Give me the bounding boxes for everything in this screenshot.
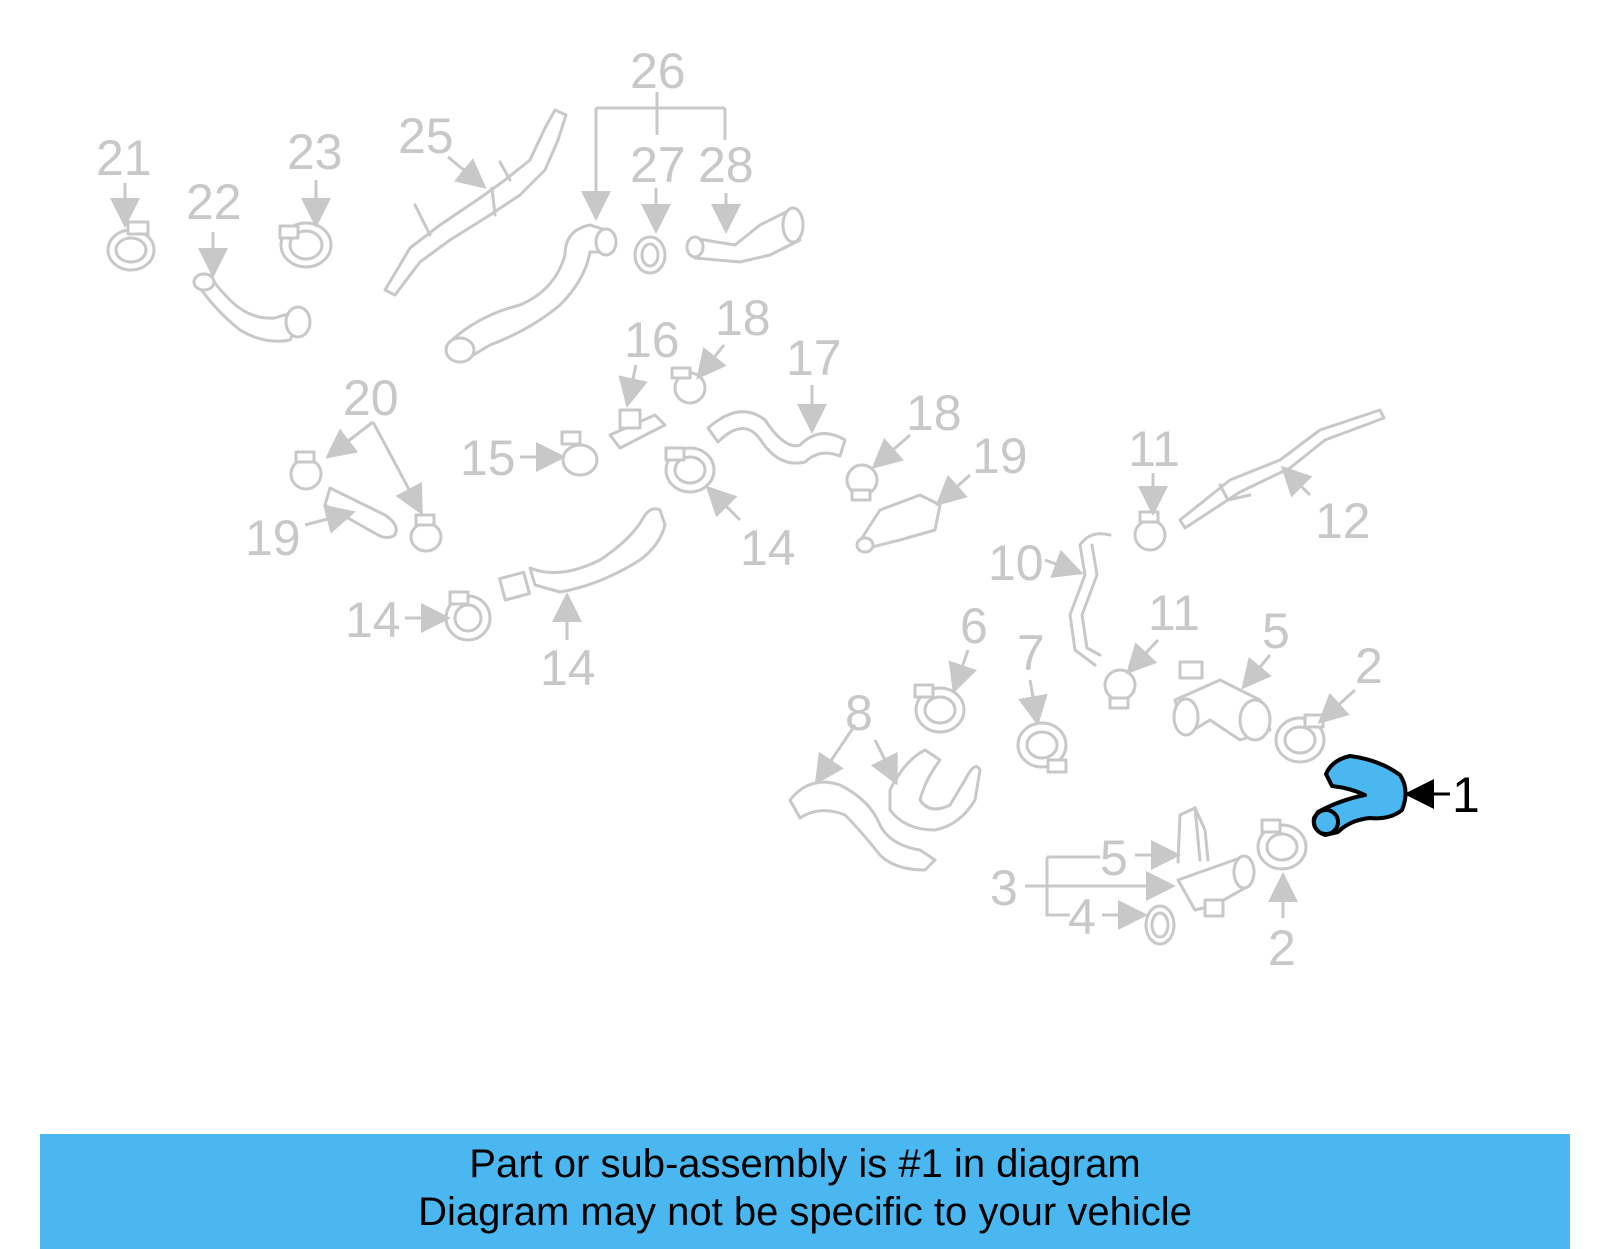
part-19-pump[interactable] xyxy=(855,493,942,554)
part-13-hose[interactable] xyxy=(498,507,667,602)
callout-6: 5 xyxy=(1262,603,1290,659)
part-21-clamp[interactable] xyxy=(409,513,443,553)
part-17-hose[interactable] xyxy=(706,410,847,465)
part-23-clamp[interactable] xyxy=(106,220,156,272)
callout-7: 8 xyxy=(845,685,873,741)
callout-9: 7 xyxy=(1017,625,1045,681)
callout-1: 1 xyxy=(1452,767,1480,823)
part-27-clamp[interactable] xyxy=(633,235,667,275)
part-6-housing[interactable] xyxy=(1172,660,1272,742)
callout-22: 22 xyxy=(186,174,242,230)
callout-18: 18 xyxy=(715,290,771,346)
part-22-hose[interactable] xyxy=(192,272,312,343)
info-banner: Part or sub-assembly is #1 in diagram Di… xyxy=(40,1134,1570,1249)
part-5-bracket[interactable] xyxy=(1176,805,1210,864)
part-14-clamp[interactable] xyxy=(444,590,492,642)
callout-21: 20 xyxy=(343,370,399,426)
part-20-hose[interactable] xyxy=(323,486,398,539)
part-25-pipe[interactable] xyxy=(383,108,568,297)
callout-27: 27 xyxy=(630,137,686,193)
callout-3: 3 xyxy=(990,860,1018,916)
banner-line-2: Diagram may not be specific to your vehi… xyxy=(418,1190,1192,1234)
callout-25: 25 xyxy=(398,108,454,164)
part-2-clamp[interactable] xyxy=(1274,713,1326,764)
banner-line-1: Part or sub-assembly is #1 in diagram xyxy=(469,1142,1141,1186)
part-4-oring[interactable] xyxy=(1144,904,1176,946)
part-9-clamp[interactable] xyxy=(1016,721,1068,774)
callout-26: 26 xyxy=(630,43,686,99)
callout-16: 16 xyxy=(624,312,680,368)
callout-10: 10 xyxy=(988,535,1044,591)
part-11-clamp[interactable] xyxy=(1133,510,1167,552)
callout-20: 19 xyxy=(245,510,301,566)
part-7-hose[interactable] xyxy=(788,748,982,872)
callout-12: 12 xyxy=(1315,493,1371,549)
part-10-pipe[interactable] xyxy=(1068,532,1112,667)
callout-4: 4 xyxy=(1068,889,1096,945)
part-18-clamp[interactable] xyxy=(845,463,879,502)
part-3-outlet[interactable] xyxy=(1176,854,1256,918)
part-18-clamp[interactable] xyxy=(670,366,707,405)
part-1-hose-highlighted[interactable] xyxy=(1311,754,1408,837)
part-21-clamp[interactable] xyxy=(289,450,323,491)
part-26-hose[interactable] xyxy=(444,223,618,364)
part-11-clamp[interactable] xyxy=(1103,668,1137,710)
callout-2b: 2 xyxy=(1268,920,1296,976)
callout-8: 6 xyxy=(960,598,988,654)
part-15-clamp[interactable] xyxy=(560,430,599,477)
part-16-connector[interactable] xyxy=(608,408,667,450)
callout-18b: 18 xyxy=(906,385,962,441)
part-2-clamp[interactable] xyxy=(1256,818,1308,871)
callout-5: 5 xyxy=(1100,830,1128,886)
part-28-hose[interactable] xyxy=(685,206,805,264)
callout-24: 23 xyxy=(287,124,343,180)
callout-14b: 14 xyxy=(345,592,401,648)
callout-23: 21 xyxy=(96,130,152,186)
callout-19: 19 xyxy=(972,428,1028,484)
callout-11: 11 xyxy=(1128,421,1180,477)
callout-14: 14 xyxy=(740,520,796,576)
callout-17: 17 xyxy=(786,330,842,386)
callout-11b: 11 xyxy=(1148,585,1200,641)
part-14-clamp[interactable] xyxy=(664,446,716,494)
callout-28: 28 xyxy=(698,137,754,193)
callout-13: 14 xyxy=(540,640,596,696)
callout-2: 2 xyxy=(1355,638,1383,694)
part-8-clamp[interactable] xyxy=(913,683,966,734)
callout-15: 15 xyxy=(460,430,516,486)
part-24-clamp[interactable] xyxy=(278,221,333,269)
